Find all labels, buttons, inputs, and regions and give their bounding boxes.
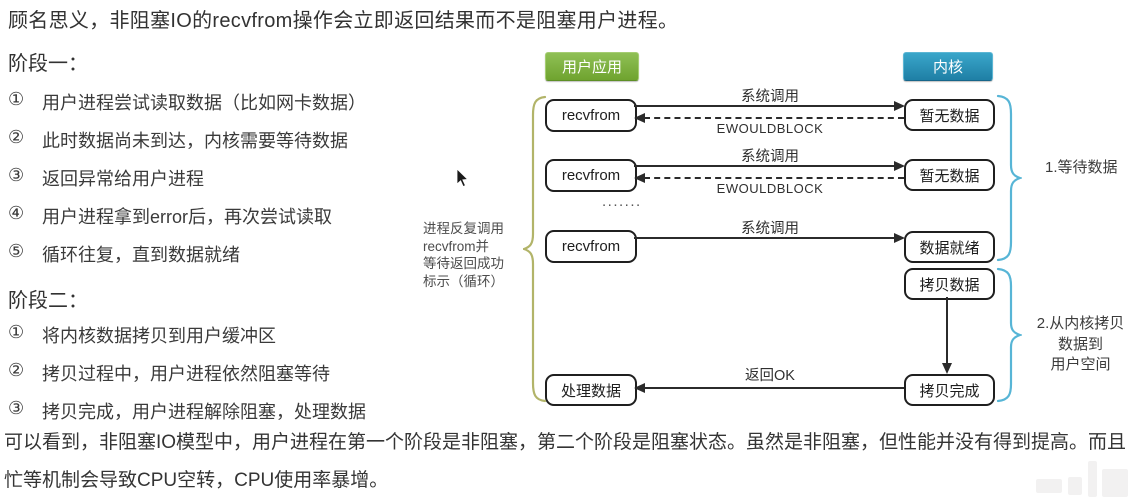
loop-note-line: recvfrom并 [423, 238, 490, 254]
no-data-box-2: 暂无数据 [904, 159, 995, 191]
loop-brace-icon [523, 95, 547, 403]
loop-note-line: 等待返回成功 [423, 256, 504, 271]
page-title: 顾名思义，非阻塞IO的recvfrom操作会立即返回结果而不是阻塞用户进程。 [8, 10, 679, 32]
item-number: ② [8, 360, 25, 380]
item-number: ② [8, 127, 25, 147]
arrowhead-right-icon [894, 161, 905, 171]
syscall-label-2: 系统调用 [741, 149, 799, 165]
arrowhead-down-icon [942, 363, 952, 374]
return-ok-label: 返回OK [745, 368, 795, 384]
footer-text-line2: 忙等机制会导致CPU空转，CPU使用率暴增。 [4, 470, 389, 491]
syscall-arrow-2 [634, 165, 896, 167]
recvfrom-box-3: recvfrom [545, 230, 637, 263]
return-ok-arrow [644, 387, 904, 389]
arrowhead-right-icon [894, 233, 905, 243]
ewouldblock-arrow-1 [644, 117, 904, 119]
item-text: 循环往复，直到数据就绪 [42, 245, 240, 265]
item-number: ① [8, 89, 25, 109]
item-text: 拷贝过程中，用户进程依然阻塞等待 [42, 364, 330, 384]
item-text: 此时数据尚未到达，内核需要等待数据 [42, 131, 348, 151]
stage2-label-line: 用户空间 [1050, 356, 1111, 373]
phase2-item: ② 拷贝过程中，用户进程依然阻塞等待 [8, 360, 330, 386]
item-text: 将内核数据拷贝到用户缓冲区 [42, 326, 276, 346]
arrowhead-right-icon [894, 101, 905, 111]
stage2-label-line: 数据到 [1057, 335, 1103, 353]
recvfrom-box-1: recvfrom [545, 99, 637, 132]
item-text: 拷贝完成，用户进程解除阻塞，处理数据 [42, 402, 366, 422]
footer-text-line1: 可以看到，非阻塞IO模型中，用户进程在第一个阶段是非阻塞，第二个阶段是阻塞状态。… [4, 432, 1127, 453]
item-number: ④ [8, 203, 25, 223]
phase1-heading: 阶段一： [8, 53, 88, 75]
loop-note-line: 进程反复调用 [423, 221, 504, 236]
syscall-arrow-1 [634, 105, 896, 107]
item-text: 返回异常给用户进程 [42, 169, 204, 189]
phase1-item: ③ 返回异常给用户进程 [8, 165, 204, 191]
arrowhead-left-icon [634, 383, 645, 393]
copy-done-box: 拷贝完成 [904, 374, 995, 406]
ewouldblock-label-2: EWOULDBLOCK [716, 181, 824, 196]
item-number: ⑤ [8, 241, 25, 261]
phase1-item: ② 此时数据尚未到达，内核需要等待数据 [8, 127, 348, 153]
phase1-item: ⑤ 循环往复，直到数据就绪 [8, 241, 240, 267]
mouse-cursor-icon [456, 169, 469, 188]
process-data-box: 处理数据 [545, 374, 637, 406]
syscall-label-1: 系统调用 [741, 89, 799, 105]
item-text: 用户进程拿到error后，再次尝试读取 [42, 207, 333, 227]
syscall-label-3: 系统调用 [741, 221, 799, 237]
ewouldblock-label-1: EWOULDBLOCK [716, 121, 824, 136]
watermark [1036, 455, 1130, 499]
stage1-label: 1.等待数据 [1045, 159, 1118, 176]
item-number: ① [8, 322, 25, 342]
stage2-label: 2.从内核拷贝 数据到 用户空间 [1031, 314, 1130, 376]
item-number: ③ [8, 165, 25, 185]
copy-data-brace-icon [996, 267, 1022, 403]
loop-note: 进程反复调用 recvfrom并 等待返回成功 标示（循环） [423, 220, 504, 290]
ewouldblock-arrow-2 [644, 177, 904, 179]
copy-data-box: 拷贝数据 [904, 268, 995, 300]
item-text: 用户进程尝试读取数据（比如网卡数据） [42, 93, 366, 113]
user-app-header: 用户应用 [545, 52, 639, 81]
no-data-box-1: 暂无数据 [904, 99, 995, 131]
phase2-item: ① 将内核数据拷贝到用户缓冲区 [8, 322, 276, 348]
phase1-item: ① 用户进程尝试读取数据（比如网卡数据） [8, 89, 366, 115]
recvfrom-box-2: recvfrom [545, 159, 637, 192]
arrowhead-left-icon [634, 113, 645, 123]
loop-note-line: 标示（循环） [423, 273, 504, 289]
phase1-item: ④ 用户进程拿到error后，再次尝试读取 [8, 203, 332, 229]
data-ready-box: 数据就绪 [904, 231, 995, 263]
kernel-header: 内核 [903, 52, 993, 81]
repeat-ellipsis: ....... [602, 193, 642, 210]
phase2-item: ③ 拷贝完成，用户进程解除阻塞，处理数据 [8, 398, 366, 424]
wait-data-brace-icon [996, 94, 1022, 262]
syscall-arrow-3 [634, 237, 896, 239]
arrowhead-left-icon [634, 173, 645, 183]
phase2-heading: 阶段二： [8, 290, 88, 312]
copy-flow-arrow [946, 297, 948, 364]
stage2-label-line: 2.从内核拷贝 [1036, 315, 1125, 332]
item-number: ③ [8, 398, 25, 418]
